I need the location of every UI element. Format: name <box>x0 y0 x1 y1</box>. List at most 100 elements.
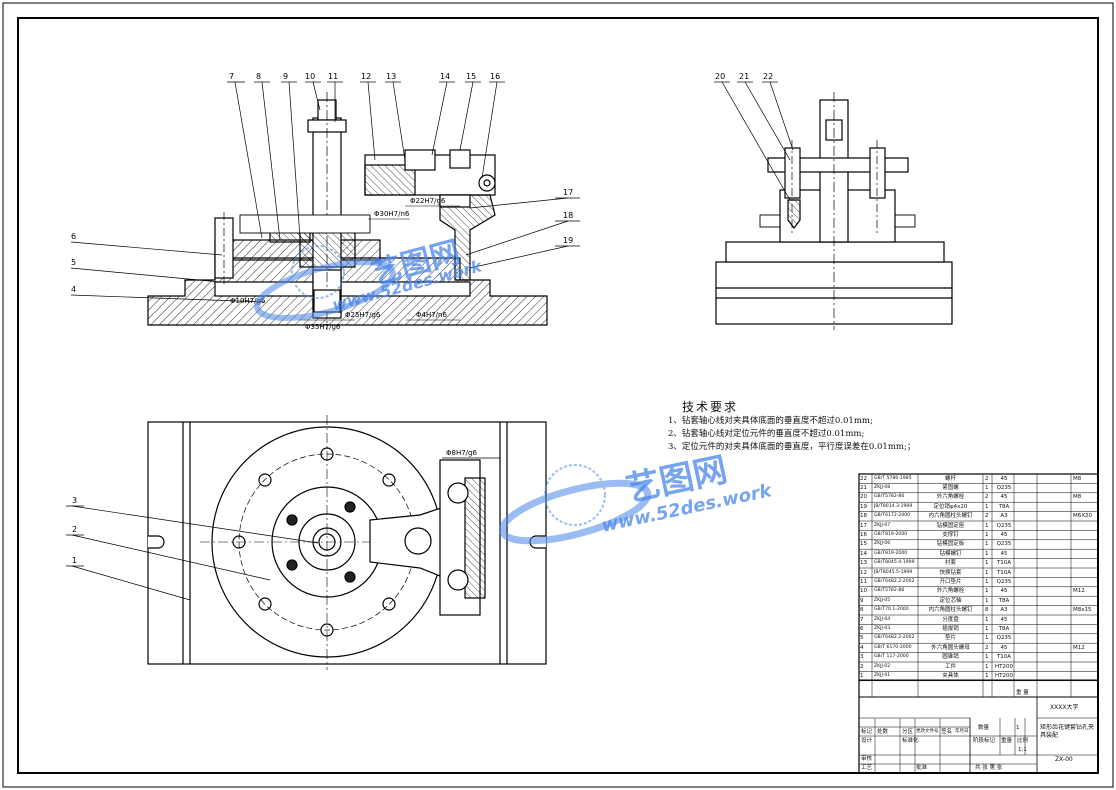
bom-cell-mat: T8A <box>998 625 1010 632</box>
bom-cell-no: 15 <box>860 541 867 548</box>
bom-cell-qty: 1 <box>985 484 989 491</box>
bom-cell-name: 内六角圆柱头螺钉 <box>928 607 973 614</box>
bom-cell-code: GB/T6172-2000 <box>874 513 911 519</box>
bom-cell-no: 19 <box>860 503 867 510</box>
std-label: 标准化 <box>902 738 919 744</box>
bom-cell-mat: 45 <box>1000 588 1008 595</box>
balloon: 1 <box>72 556 77 565</box>
bom-cell-no: 18 <box>860 513 867 520</box>
bom-cell-code: JB/T8014.3-1999 <box>874 503 913 509</box>
note-line: 1、钻套轴心线对夹具体底面的垂直度不超过0.01mm; <box>668 416 873 426</box>
bom-cell-code: GB/T6482.2-2002 <box>874 578 915 584</box>
bom-cell-qty: 1 <box>985 541 989 548</box>
bom-cell-qty: 1 <box>985 625 989 632</box>
bom-cell-name: 夹具体 <box>942 672 959 679</box>
balloon: 9 <box>283 72 288 81</box>
bom-cell-note: M8 <box>1073 475 1082 482</box>
bom-cell-mat: 45 <box>1000 644 1008 651</box>
notes-title: 技术要求 <box>682 400 739 414</box>
sign-label: 签名 <box>941 729 953 735</box>
bom-cell-no: 4 <box>860 644 864 651</box>
bom-cell-qty: 8 <box>985 607 989 614</box>
bom-cell-qty: 1 <box>985 588 989 595</box>
title-block-grid <box>858 473 1099 774</box>
bom-cell-mat: T10A <box>996 569 1012 576</box>
balloon: 12 <box>361 72 371 81</box>
stage-label: 阶段标记 <box>973 738 996 744</box>
qty-label: 数量 <box>978 725 990 731</box>
fit-label: Φ25H7/g6 <box>345 311 381 319</box>
bom-cell-no: 11 <box>860 578 867 585</box>
bom-cell-qty: 1 <box>985 635 989 642</box>
bom-cell-qty: 1 <box>985 522 989 529</box>
craft-label: 工艺 <box>861 765 873 771</box>
bom-cell-qty: 2 <box>985 513 989 520</box>
mark-label: 标记 <box>861 729 873 735</box>
bom-cell-code: GB/T819-2000 <box>874 531 908 537</box>
bom-cell-qty: 1 <box>985 654 989 661</box>
balloon: 14 <box>440 72 450 81</box>
balloon: 8 <box>256 72 261 81</box>
bom-cell-no: 12 <box>860 569 867 576</box>
bom-cell-name: 定位销φ4x20 <box>933 503 968 510</box>
approve-label: 批准 <box>916 765 928 771</box>
bom-cell-no: 8 <box>860 607 864 614</box>
technical-requirements: 技术要求 1、钻套轴心线对夹具体底面的垂直度不超过0.01mm; 2、钻套轴心线… <box>668 398 958 454</box>
bom-cell-mat: Q235 <box>996 635 1012 642</box>
front-leader-lines <box>70 81 580 303</box>
bom-cell-name: 外六角螺栓 <box>936 494 965 501</box>
fit-label: Φ8H7/g6 <box>446 449 477 457</box>
balloon: 18 <box>563 211 573 220</box>
bom-cell-name: 支撑钉 <box>942 531 959 538</box>
bom-cell-mat: 45 <box>1000 550 1008 557</box>
bom-cell-mat: T8A <box>998 597 1010 604</box>
bom-cell-mat: Q235 <box>996 484 1012 491</box>
fit-label: Φ30H7/n6 <box>374 210 410 218</box>
bom-cell-qty: 1 <box>985 597 989 604</box>
bom-cell-mat: T10A <box>996 560 1012 567</box>
bom-cell-code: ZKJJ-03 <box>874 625 891 631</box>
balloon: 13 <box>386 72 396 81</box>
bom-cell-mat: 45 <box>1000 494 1008 501</box>
fit-label: Φ10H7/g6 <box>230 297 266 305</box>
balloon: 11 <box>328 72 338 81</box>
bom-cell-no: 9 <box>860 597 864 604</box>
bom-cell-no: 20 <box>860 494 867 501</box>
inner-frame <box>17 17 1099 774</box>
balloon: 15 <box>466 72 476 81</box>
fit-label: Φ22H7/g6 <box>410 197 446 205</box>
front-balloon-labels: 7 8 9 10 11 12 13 14 15 16 17 18 19 6 5 … <box>71 72 573 294</box>
balloon: 19 <box>563 236 573 245</box>
drawing-number: ZX-00 <box>1055 756 1073 763</box>
bom-cell-name: 开口垫片 <box>939 578 962 585</box>
bom-cell-code: ZKJJ-07 <box>874 522 891 528</box>
bom-cell-note: M6X20 <box>1073 513 1093 520</box>
bom-cell-mat: Q235 <box>996 578 1012 585</box>
bom-cell-note: M8 <box>1073 494 1082 501</box>
bom-cell-code: GB/T 6170-2000 <box>874 644 912 650</box>
bom-cell-mat: A3 <box>1000 513 1008 520</box>
bom-cell-no: 21 <box>860 484 867 491</box>
bom-cell-mat: HT200 <box>995 663 1013 670</box>
bom-cell-code: GB/T6482.2-2002 <box>874 635 915 641</box>
bom-cell-code: GB/T5782-86 <box>874 494 905 500</box>
front-section-view <box>147 92 548 330</box>
bom-cell-name: 钻模固定板 <box>936 541 965 548</box>
balloon: 4 <box>71 285 76 294</box>
bom-cell-mat: T10A <box>996 654 1012 661</box>
bom-cell-name: 工件 <box>944 663 956 670</box>
sheets-label: 共 张 第 张 <box>975 765 1003 771</box>
bom-cell-no: 14 <box>860 550 867 557</box>
bom-cell-mat: Q235 <box>996 541 1012 548</box>
bom-cell-no: 3 <box>860 654 864 661</box>
bom-cell-name: 分度盘 <box>942 616 959 623</box>
bom-cell-no: 13 <box>860 560 867 567</box>
bom-cell-qty: 1 <box>985 578 989 585</box>
bom-cell-name: 垫片 <box>944 635 956 642</box>
bom-cell-code: ZKJJ-01 <box>874 672 891 678</box>
dim-lines <box>300 205 460 321</box>
bom-cell-code: GB/T70.1-2000 <box>874 607 909 613</box>
bom-cell-name: 衬套 <box>944 560 956 567</box>
balloon: 7 <box>229 72 234 81</box>
note-line: 3、定位元件的对夹具体底面的垂直度，平行度误差在0.01mm;； <box>668 442 916 452</box>
